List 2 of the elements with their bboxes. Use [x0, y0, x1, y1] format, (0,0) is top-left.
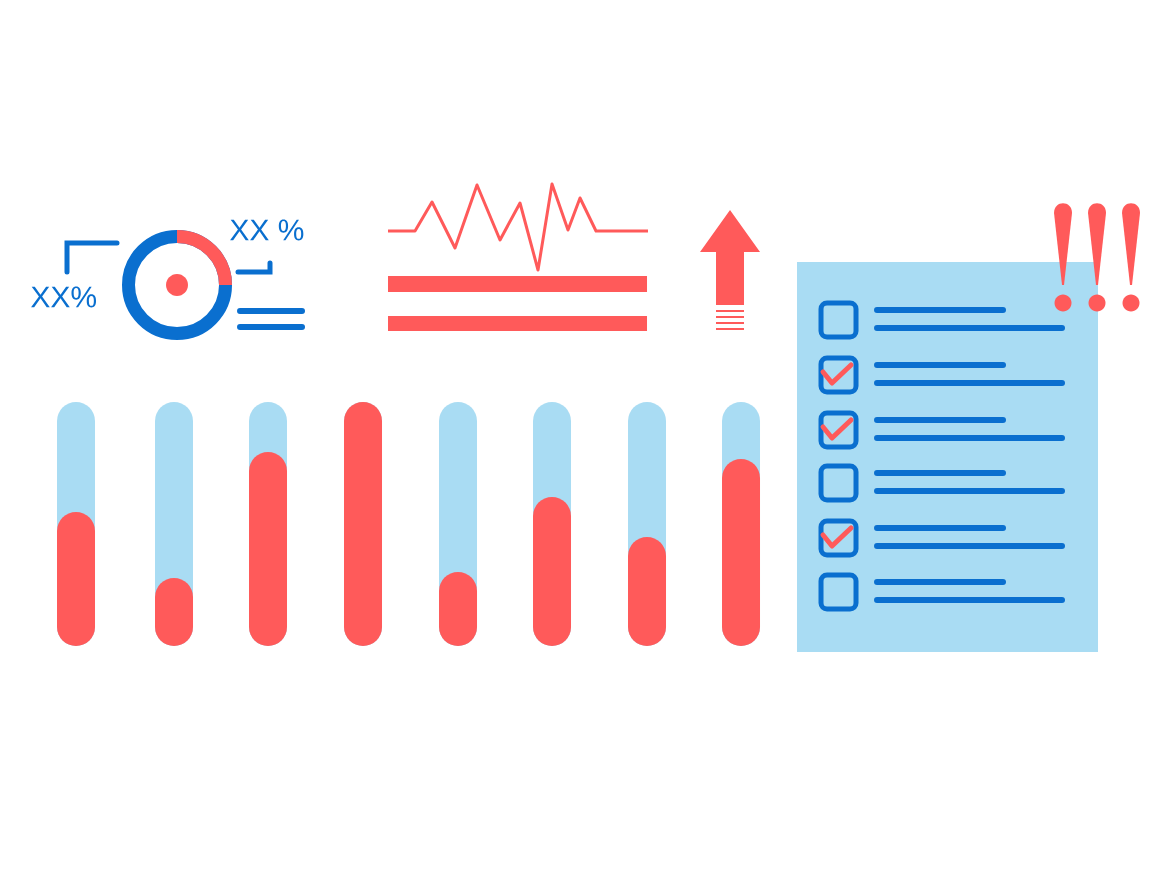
percent-label: XX% — [31, 286, 96, 308]
percent-label: XX % — [230, 219, 304, 241]
